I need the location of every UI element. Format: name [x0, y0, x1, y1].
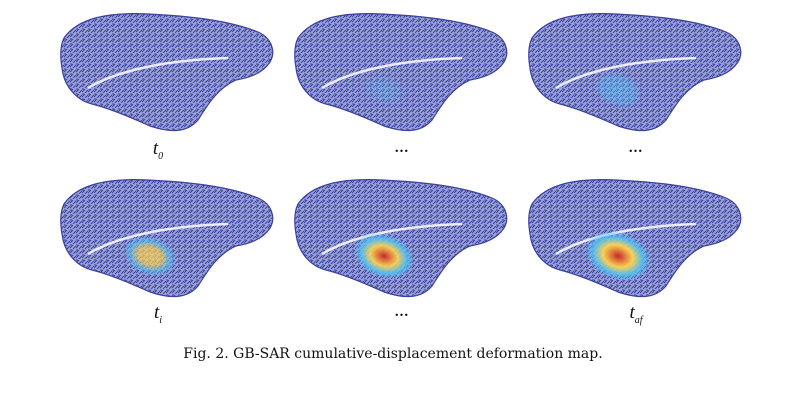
terrain-surface — [60, 179, 274, 298]
terrain-surface — [294, 13, 508, 132]
deformation-area — [362, 74, 406, 106]
map-image — [528, 179, 742, 298]
terrain-surface — [294, 179, 508, 298]
ridge-line — [555, 56, 697, 90]
time-label-ti: ti — [153, 302, 163, 326]
map-panel-3 — [526, 8, 746, 138]
ridge-line — [321, 222, 463, 256]
map-image — [294, 179, 508, 298]
ellipsis-label: ... — [394, 140, 410, 156]
map-image — [294, 13, 508, 132]
terrain-surface — [60, 13, 274, 132]
deformation-area — [594, 72, 642, 108]
deformation-area — [353, 232, 415, 280]
ellipsis-label: ... — [394, 304, 410, 320]
terrain-surface — [528, 13, 742, 132]
map-panel-t0 — [58, 8, 278, 138]
time-label-taf: taf — [629, 302, 643, 326]
figure-caption: Fig. 2. GB-SAR cumulative-displacement d… — [183, 346, 603, 362]
map-panel-ti — [58, 174, 278, 304]
deformation-area — [584, 230, 652, 282]
map-image — [528, 13, 742, 132]
ridge-line — [87, 56, 229, 90]
map-panel-2 — [292, 8, 512, 138]
map-panel-5 — [292, 174, 512, 304]
ridge-line — [87, 222, 229, 256]
deformation-area — [122, 235, 178, 277]
map-image — [60, 13, 274, 132]
time-label-t0: t0 — [152, 138, 164, 162]
ellipsis-label: ... — [628, 140, 644, 156]
map-image — [60, 179, 274, 298]
map-panel-taf — [526, 174, 746, 304]
ridge-line — [321, 56, 463, 90]
